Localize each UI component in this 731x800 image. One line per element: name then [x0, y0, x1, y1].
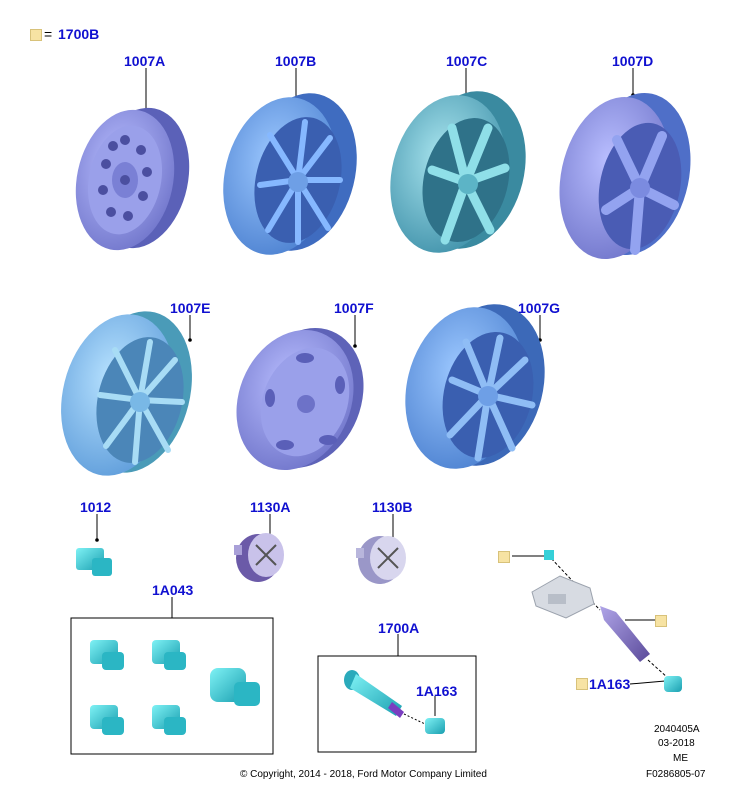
- legend-swatch-tpms-1: [498, 551, 510, 563]
- tpms-sensor-assembly: [531, 550, 682, 692]
- legend-swatch: [30, 29, 42, 41]
- wheel-1007G: [405, 304, 545, 469]
- label-1007B: 1007B: [275, 53, 317, 69]
- label-1A163-kit: 1A163: [416, 683, 458, 699]
- label-1A163-tpms: 1A163: [589, 676, 631, 692]
- wheel-nut-1012: [76, 548, 112, 576]
- label-1012: 1012: [80, 499, 112, 515]
- legend-swatch-tpms-2: [655, 615, 667, 627]
- label-1A043: 1A043: [152, 582, 194, 598]
- label-1130A: 1130A: [250, 499, 291, 515]
- wheel-1007F: [236, 328, 364, 470]
- valve-cap-1A163: [425, 718, 445, 734]
- label-1007C: 1007C: [446, 53, 488, 69]
- wheel-1007C: [390, 91, 526, 253]
- wheel-1007A: [75, 107, 190, 251]
- label-1130B: 1130B: [372, 499, 413, 515]
- kit-1A043-box: [70, 617, 274, 755]
- label-1007F: 1007F: [334, 300, 374, 316]
- legend-part-label: 1700B: [58, 26, 100, 42]
- footer-date: 03-2018: [658, 738, 695, 749]
- center-cap-1130A: [234, 533, 284, 582]
- legend-equals: =: [44, 26, 53, 42]
- label-1007E: 1007E: [170, 300, 211, 316]
- label-1007A: 1007A: [124, 53, 166, 69]
- footer-code: 2040405A: [654, 724, 700, 735]
- footer-copyright: © Copyright, 2014 - 2018, Ford Motor Com…: [240, 769, 487, 780]
- wheel-1007D: [559, 93, 691, 259]
- legend-swatch-tpms-3: [576, 678, 588, 690]
- wheel-1007B: [223, 93, 357, 255]
- label-1007D: 1007D: [612, 53, 654, 69]
- footer-figure-number: F0286805-07: [646, 769, 706, 780]
- center-cap-1130B: [356, 536, 406, 584]
- label-1700A: 1700A: [378, 620, 420, 636]
- valve-stem-1700A: [344, 670, 445, 734]
- locking-nut-kit-1A043: [90, 640, 260, 735]
- label-1007G: 1007G: [518, 300, 561, 316]
- footer-region: ME: [673, 753, 688, 764]
- kit-1700A-box: [317, 655, 477, 753]
- wheel-1007E: [61, 311, 192, 476]
